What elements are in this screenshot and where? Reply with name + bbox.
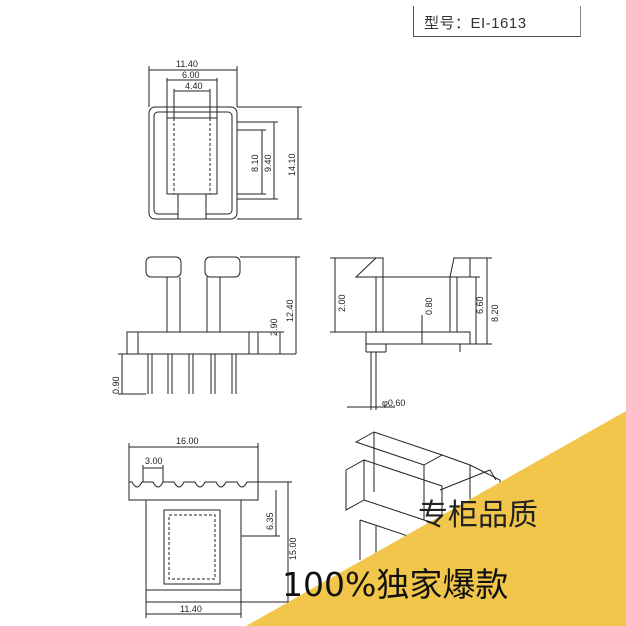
dim-bottom-width: 16.00 (176, 436, 199, 446)
top-view (148, 66, 302, 220)
dim-front-g: 2.90 (269, 318, 279, 336)
promo-line-1: 专柜品质 (418, 498, 538, 533)
dim-side-080: 0.80 (424, 297, 434, 315)
dim-side-820: 8.20 (490, 304, 500, 322)
bottom-view (128, 443, 292, 618)
model-label: 型号：EI-1613 (424, 15, 527, 32)
dim-pin-len: 0.90 (111, 376, 121, 394)
dim-side-2: 2.00 (337, 294, 347, 312)
side-view (330, 257, 492, 410)
promo-line-2: 100%独家爆款 (282, 565, 509, 604)
dim-height-d: 8.10 (250, 154, 260, 172)
dim-top-width: 11.40 (176, 59, 198, 69)
dim-height-f: 14.10 (287, 153, 297, 176)
dim-bot-635: 6.35 (265, 512, 275, 530)
dim-pin-dia: φ0.60 (382, 398, 405, 408)
dim-inner-c: 4.40 (185, 81, 203, 91)
dim-side-660: 6.60 (475, 296, 485, 314)
dim-bot-1500: 15.00 (288, 537, 298, 560)
dim-inner-b: 6.00 (182, 70, 200, 80)
dim-bot-1140: 11.40 (180, 604, 202, 614)
promo-banner (246, 411, 626, 626)
model-label-box: 型号：EI-1613 (413, 6, 581, 37)
dim-pitch: 3.00 (145, 456, 163, 466)
dim-front-h: 12.40 (285, 299, 295, 322)
dim-height-e: 9.40 (263, 154, 273, 172)
front-view (118, 256, 300, 395)
